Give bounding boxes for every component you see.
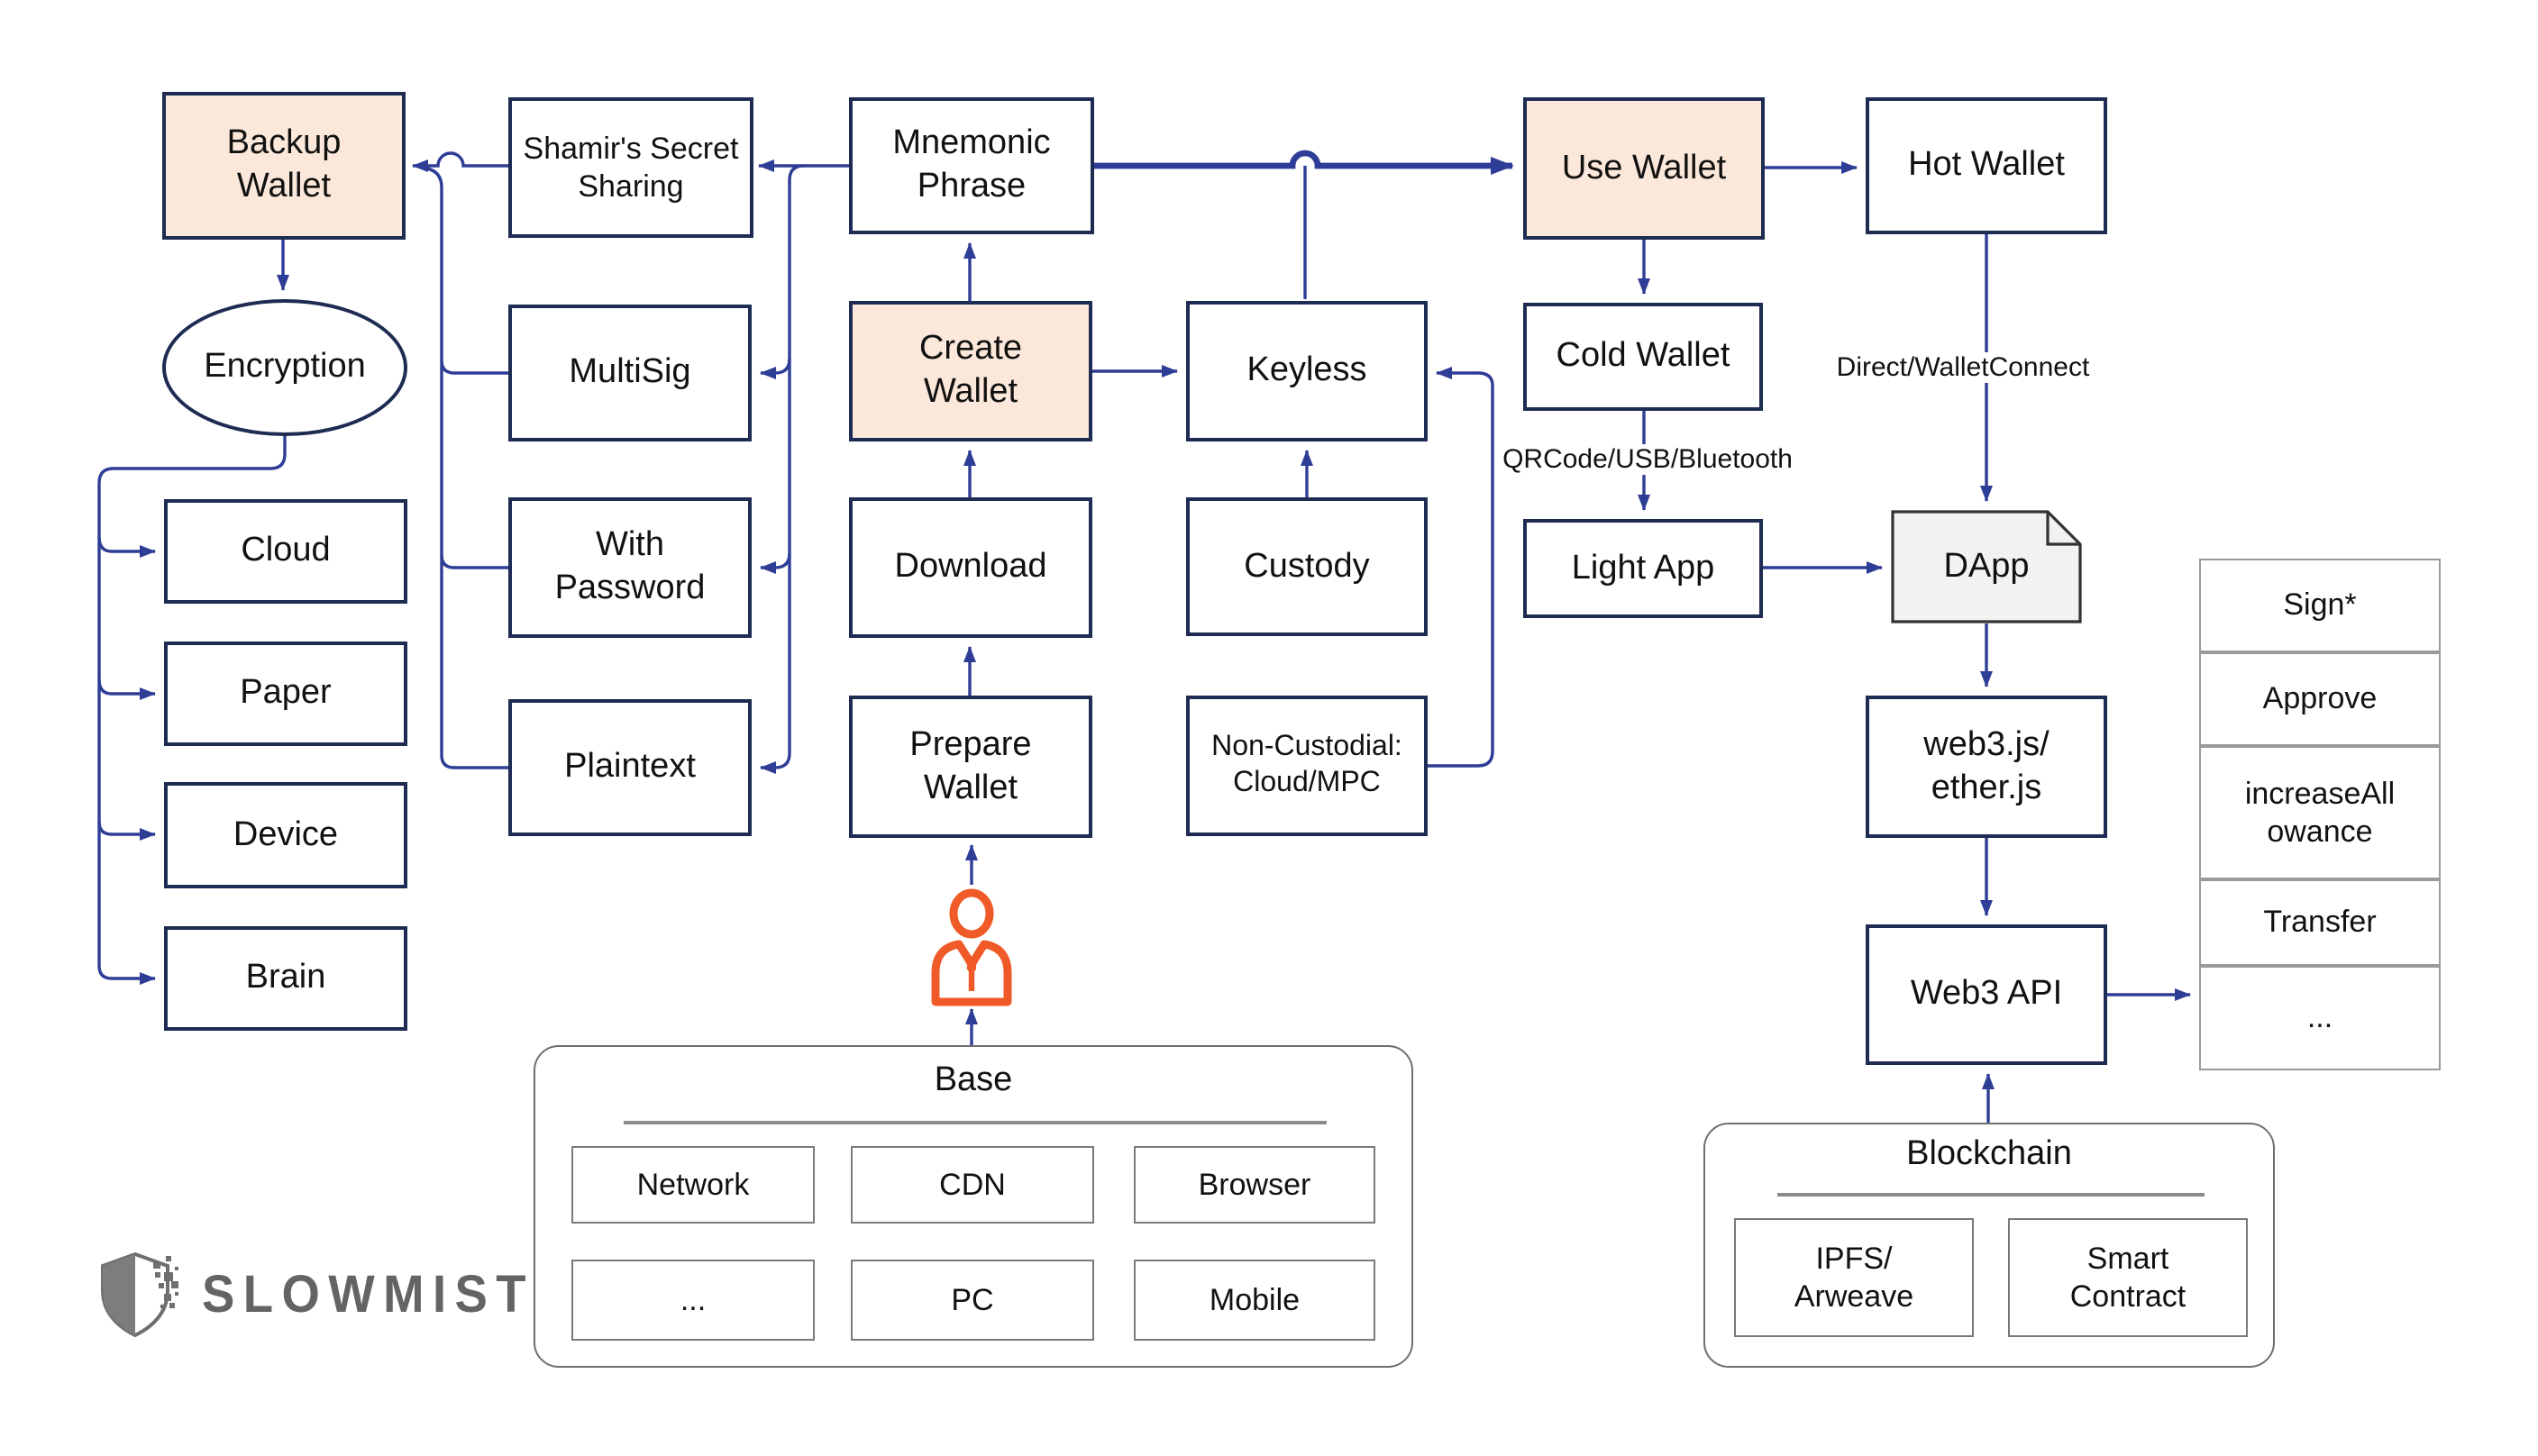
node-non-custodial: Non-Custodial: Cloud/MPC: [1186, 696, 1428, 836]
base-item-more: ...: [571, 1260, 815, 1341]
node-cold-wallet: Cold Wallet: [1523, 303, 1763, 411]
node-plaintext: Plaintext: [508, 699, 752, 836]
node-multisig: MultiSig: [508, 305, 752, 441]
base-item-network: Network: [571, 1146, 815, 1224]
base-item-mobile: Mobile: [1134, 1260, 1375, 1341]
node-create-wallet: Create Wallet: [849, 301, 1092, 441]
node-web3-api: Web3 API: [1866, 924, 2107, 1065]
slowmist-logo-text: SLOWMIST: [202, 1266, 534, 1324]
node-with-password: With Password: [508, 497, 752, 638]
node-prepare-wallet: Prepare Wallet: [849, 696, 1092, 838]
base-item-cdn: CDN: [851, 1146, 1094, 1224]
user-icon: [931, 888, 1012, 1006]
call-list-item-transfer: Transfer: [2199, 879, 2441, 966]
document-shape-icon: [1891, 510, 2082, 623]
node-light-app: Light App: [1523, 519, 1763, 618]
group-blockchain-title: Blockchain: [1906, 1135, 2072, 1173]
blockchain-item-smart-contract: Smart Contract: [2008, 1218, 2248, 1337]
call-list-item-increaseallowance: increaseAll owance: [2199, 746, 2441, 879]
node-dapp-label: DApp: [1943, 547, 2030, 585]
node-device: Device: [164, 782, 407, 888]
slowmist-logo: SLOWMIST: [97, 1251, 556, 1341]
node-download: Download: [849, 497, 1092, 638]
node-encryption: Encryption: [162, 299, 407, 436]
edge-label-qrcode-usb-bluetooth: QRCode/USB/Bluetooth: [1497, 444, 1798, 475]
node-shamirs-secret-sharing: Shamir's Secret Sharing: [508, 97, 753, 238]
node-cloud: Cloud: [164, 499, 407, 604]
base-item-browser: Browser: [1134, 1146, 1375, 1224]
node-brain: Brain: [164, 926, 407, 1031]
group-blockchain: Blockchain IPFS/ Arweave Smart Contract: [1703, 1123, 2275, 1368]
call-list-item-more: ...: [2199, 966, 2441, 1070]
node-use-wallet: Use Wallet: [1523, 97, 1765, 240]
call-list-item-approve: Approve: [2199, 652, 2441, 746]
node-custody: Custody: [1186, 497, 1428, 636]
base-item-pc: PC: [851, 1260, 1094, 1341]
node-dapp: DApp: [1891, 510, 2082, 623]
node-paper: Paper: [164, 642, 407, 746]
blockchain-item-ipfs-arweave: IPFS/ Arweave: [1734, 1218, 1974, 1337]
group-base-divider: [624, 1121, 1327, 1124]
node-backup-wallet: Backup Wallet: [162, 92, 406, 240]
node-mnemonic-phrase: Mnemonic Phrase: [849, 97, 1094, 234]
group-blockchain-divider: [1777, 1193, 2205, 1196]
group-base-title: Base: [934, 1061, 1013, 1099]
node-keyless: Keyless: [1186, 301, 1428, 441]
node-web3js-etherjs: web3.js/ ether.js: [1866, 696, 2107, 838]
node-hot-wallet: Hot Wallet: [1866, 97, 2107, 234]
shield-icon: [101, 1251, 178, 1338]
group-base: Base Network CDN Browser ... PC Mobile: [534, 1045, 1413, 1368]
call-list-item-sign: Sign*: [2199, 559, 2441, 652]
edge-label-direct-walletconnect: Direct/WalletConnect: [1830, 352, 2095, 383]
